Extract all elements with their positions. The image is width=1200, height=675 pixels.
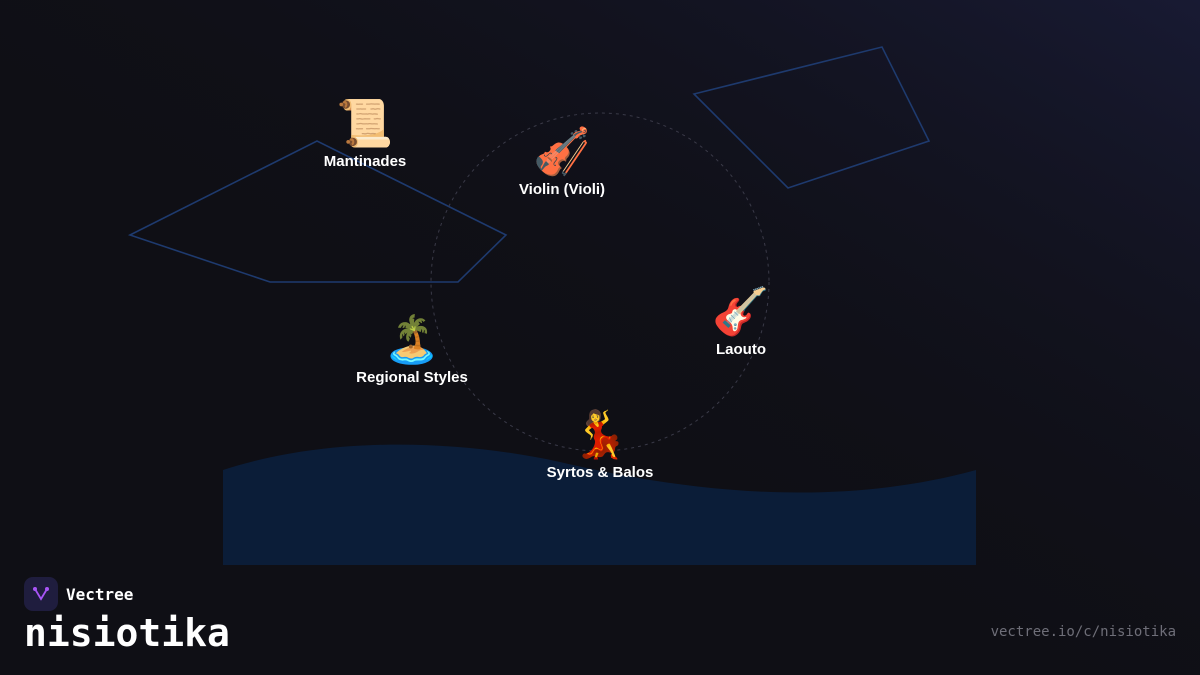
dancer-icon: 💃 xyxy=(571,408,629,460)
island-icon: 🏝️ xyxy=(383,313,441,365)
node-syrtos-balos[interactable]: 💃 Syrtos & Balos xyxy=(547,406,654,481)
scroll-icon: 📜 xyxy=(336,97,394,149)
outline-quad xyxy=(692,46,931,189)
node-label: Laouto xyxy=(716,341,766,358)
node-laouto[interactable]: 🎸 Laouto xyxy=(712,283,769,358)
node-label: Mantinades xyxy=(323,153,407,170)
brand[interactable]: Vectree xyxy=(24,577,133,611)
page-title: nisiotika xyxy=(24,611,230,655)
node-mantinades[interactable]: 📜 Mantinades xyxy=(324,95,407,170)
guitar-icon: 🎸 xyxy=(712,285,770,337)
node-label: Syrtos & Balos xyxy=(546,464,654,481)
wave-shape xyxy=(223,444,976,565)
node-regional-styles[interactable]: 🏝️ Regional Styles xyxy=(356,311,468,386)
page-url: vectree.io/c/nisiotika xyxy=(990,624,1176,640)
outline-pentagon xyxy=(127,140,508,283)
node-label: Regional Styles xyxy=(356,369,468,386)
dashed-circle xyxy=(430,112,770,452)
brand-name: Vectree xyxy=(66,584,134,604)
violin-icon: 🎻 xyxy=(533,125,591,177)
vectree-logo-icon xyxy=(24,577,58,611)
node-violin[interactable]: 🎻 Violin (Violi) xyxy=(519,123,605,198)
node-label: Violin (Violi) xyxy=(518,181,606,198)
